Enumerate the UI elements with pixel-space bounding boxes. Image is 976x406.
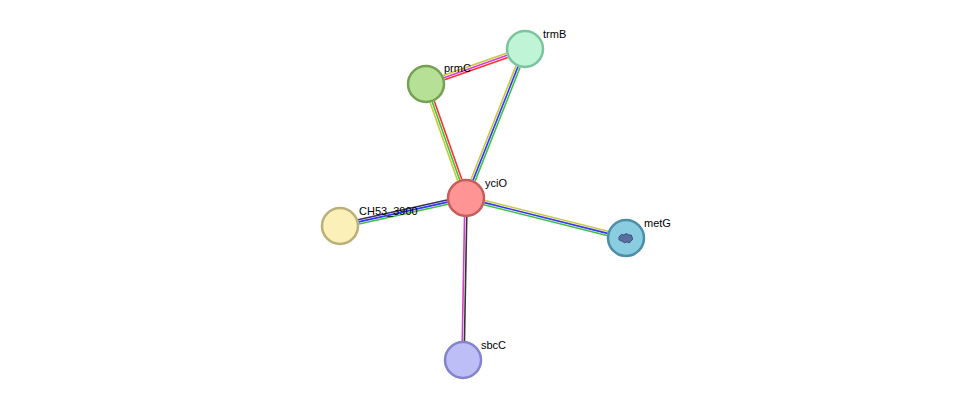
protein-node: metG — [606, 218, 646, 258]
evidence-line — [485, 200, 608, 231]
evidence-line — [443, 53, 506, 75]
evidence-line — [484, 205, 607, 236]
evidence-line — [445, 57, 508, 79]
protein-node: trmB — [505, 29, 545, 69]
node-circle — [320, 206, 360, 246]
interaction-edge — [443, 53, 508, 79]
node-label: yciO — [485, 177, 507, 190]
node-label: metG — [644, 217, 671, 230]
node-disc — [507, 31, 543, 67]
protein-node: prmC — [406, 64, 446, 104]
node-disc — [408, 66, 444, 102]
structure-icon — [619, 234, 633, 243]
protein-node: CH53_3900 — [320, 206, 360, 246]
interaction-edge — [471, 66, 520, 181]
node-circle — [505, 29, 545, 69]
node-disc — [445, 342, 481, 378]
node-disc — [608, 220, 644, 256]
evidence-line — [471, 66, 516, 180]
evidence-line — [358, 200, 447, 220]
evidence-line — [462, 217, 464, 341]
node-circle — [406, 64, 446, 104]
node-label: prmC — [444, 62, 471, 75]
node-disc — [448, 180, 484, 216]
interaction-edge — [430, 101, 462, 181]
protein-node: yciO — [446, 178, 486, 218]
evidence-line — [430, 103, 457, 181]
interaction-edge — [462, 217, 466, 341]
node-circle — [606, 218, 646, 258]
node-disc — [322, 208, 358, 244]
evidence-line — [444, 55, 507, 77]
node-label: CH53_3900 — [359, 205, 418, 218]
evidence-line — [434, 101, 461, 179]
evidence-line — [475, 67, 520, 181]
evidence-line — [484, 203, 607, 234]
node-label: sbcC — [481, 339, 506, 352]
evidence-line — [359, 204, 448, 224]
interaction-edge — [358, 200, 448, 224]
evidence-line — [432, 102, 459, 180]
node-circle — [446, 178, 486, 218]
node-label: trmB — [543, 28, 566, 41]
evidence-line — [473, 67, 518, 181]
protein-node: sbcC — [443, 340, 483, 380]
interaction-edge — [484, 200, 608, 235]
evidence-line — [359, 202, 448, 222]
node-circle — [443, 340, 483, 380]
